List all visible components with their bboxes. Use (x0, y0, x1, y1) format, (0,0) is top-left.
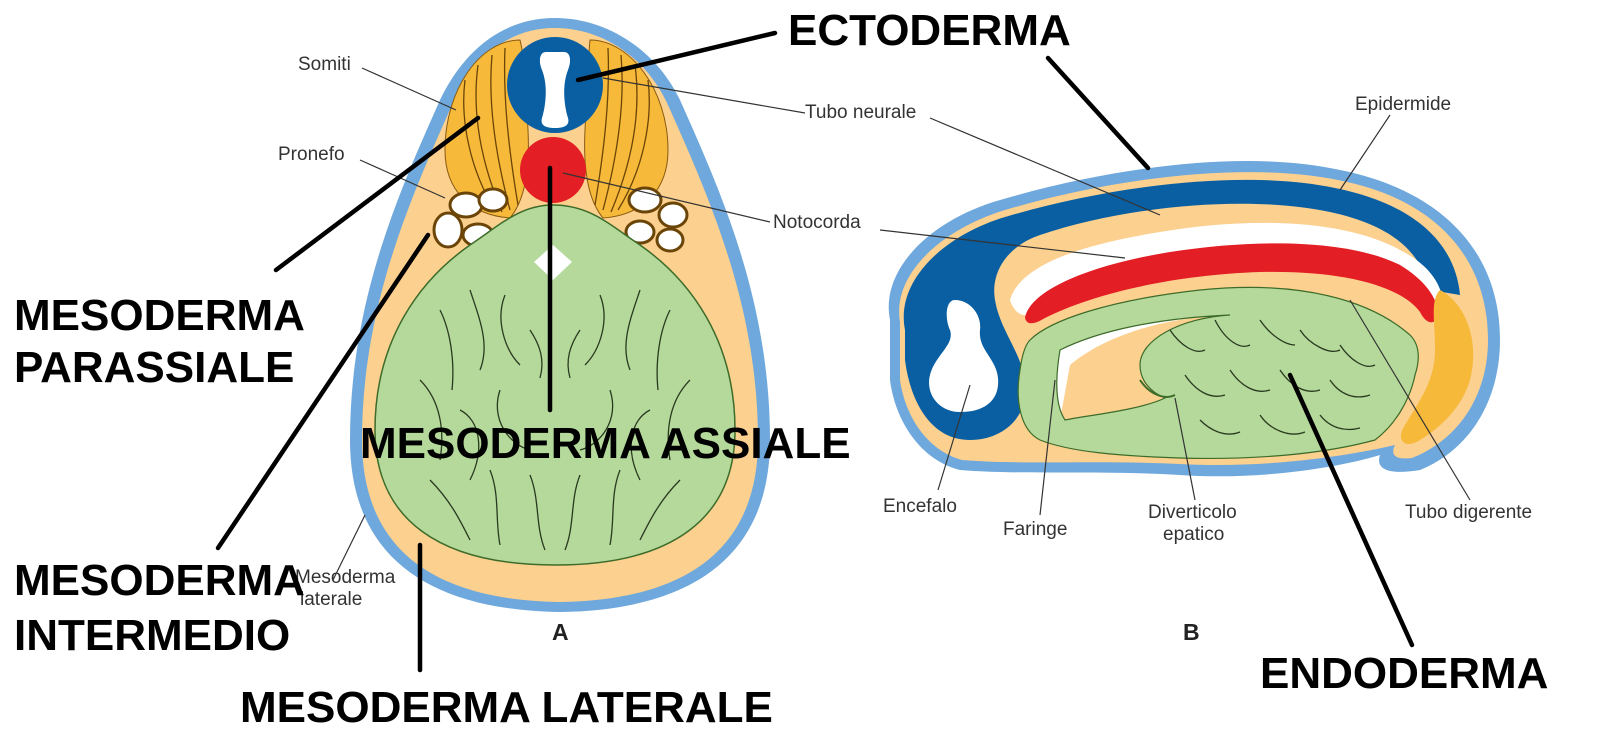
panel-a-label: A (552, 619, 569, 645)
mesoderma-assiale-label: MESODERMA ASSIALE (360, 419, 851, 468)
tubo-neurale-label: Tubo neurale (805, 102, 916, 123)
figure-a-notochord (520, 137, 586, 203)
encefalo-label: Encefalo (883, 496, 957, 517)
endoderma-label: ENDODERMA (1260, 649, 1548, 698)
mesoderma-intermedio-label-2: INTERMEDIO (14, 611, 290, 660)
mesoderma-parassiale-label-1: MESODERMA (14, 291, 305, 340)
ectoderma-label: ECTODERMA (788, 6, 1071, 55)
mesoderma-parassiale-label-2: PARASSIALE (14, 343, 294, 392)
pronefo-label: Pronefo (278, 144, 345, 165)
notocorda-label: Notocorda (773, 212, 861, 233)
mesoderma-laterale-small-2: laterale (300, 589, 362, 610)
mesoderma-intermedio-label-1: MESODERMA (14, 556, 305, 605)
epidermide-label: Epidermide (1355, 94, 1451, 115)
figure-a-cross-section: Somiti Pronefo Tubo neurale Notocorda Me… (278, 18, 916, 645)
somiti-label: Somiti (298, 54, 351, 75)
figure-b-sagittal-section: Epidermide Encefalo Faringe Diverticolo … (880, 94, 1532, 645)
mesoderma-laterale-label: MESODERMA LATERALE (240, 683, 773, 732)
faringe-label: Faringe (1003, 519, 1067, 540)
ectoderma-pointer-b (1048, 58, 1148, 168)
diverticolo-label-2: epatico (1163, 524, 1224, 545)
panel-b-label: B (1183, 619, 1200, 645)
tubo-digerente-label: Tubo digerente (1405, 502, 1532, 523)
mesoderma-laterale-small-1: Mesoderma (295, 567, 396, 588)
diverticolo-label-1: Diverticolo (1148, 502, 1237, 523)
